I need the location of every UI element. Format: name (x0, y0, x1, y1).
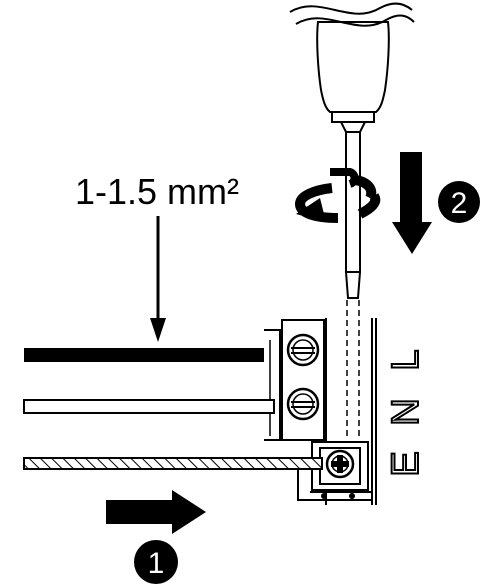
wire-white (23, 399, 275, 414)
wire-earth-hatched (23, 457, 323, 470)
screw-icon-l (286, 333, 320, 367)
step-1-badge: 1 (134, 540, 178, 584)
screwdriver-icon (289, 2, 415, 299)
terminal-label-n: N (385, 398, 427, 425)
step-2-badge: 2 (438, 181, 480, 223)
terminal-label-e: E (385, 451, 427, 476)
terminal-labels: L N E (384, 348, 428, 477)
right-arrow-icon (106, 490, 206, 534)
step-2-label: 2 (451, 187, 468, 220)
screw-icon-n (286, 387, 320, 421)
wire-gauge-label: 1-1.5 mm² (75, 171, 239, 212)
screw-icon-e (325, 449, 355, 479)
wire-black (24, 348, 264, 362)
rotate-arrow-icon (294, 168, 381, 223)
terminal-label-l: L (385, 349, 427, 370)
gauge-pointer-arrow (150, 216, 166, 342)
step-1-label: 1 (148, 547, 165, 580)
terminal-block (264, 300, 377, 505)
down-arrow-icon (392, 152, 432, 254)
